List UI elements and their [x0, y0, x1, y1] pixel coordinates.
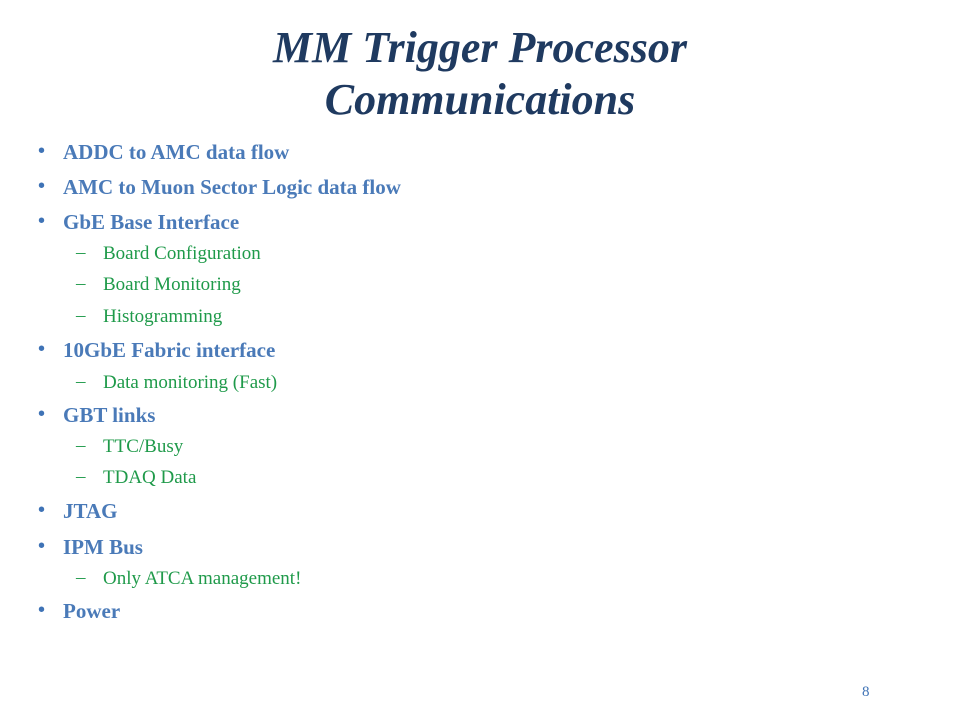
bullet-text: GBT links — [63, 403, 156, 427]
dash-icon: – — [76, 371, 86, 392]
sub-item-text: Histogramming — [103, 306, 223, 327]
bullet-icon: • — [38, 535, 46, 557]
bullet-icon: • — [38, 175, 46, 197]
title-line-1: MM Trigger Processor — [273, 23, 687, 72]
bullet-text: AMC to Muon Sector Logic data flow — [63, 175, 401, 199]
dash-icon: – — [76, 273, 86, 294]
page-number: 8 — [862, 684, 870, 700]
dash-icon: – — [76, 567, 86, 588]
sub-item-text: Only ATCA management! — [103, 568, 302, 589]
sub-item-text: Board Configuration — [103, 243, 261, 264]
sub-item-text: Data monitoring (Fast) — [103, 372, 278, 393]
bullet-text: GbE Base Interface — [63, 210, 240, 234]
dash-icon: – — [76, 466, 86, 487]
slide-title: MM Trigger Processor Communications — [0, 22, 960, 126]
sub-item-text: TTC/Busy — [103, 436, 184, 457]
bullet-icon: • — [38, 210, 46, 232]
bullet-text: JTAG — [63, 499, 118, 523]
dash-icon: – — [76, 435, 86, 456]
bullet-text: Power — [63, 599, 121, 623]
bullet-icon: • — [38, 140, 46, 162]
bullet-text: 10GbE Fabric interface — [63, 338, 276, 362]
bullet-icon: • — [38, 499, 46, 521]
bullet-text: IPM Bus — [63, 535, 143, 559]
sub-item-text: Board Monitoring — [103, 274, 241, 295]
bullet-icon: • — [38, 599, 46, 621]
bullet-text: ADDC to AMC data flow — [63, 140, 290, 164]
title-line-2: Communications — [324, 75, 636, 124]
dash-icon: – — [76, 305, 86, 326]
bullet-icon: • — [38, 403, 46, 425]
dash-icon: – — [76, 242, 86, 263]
sub-item-text: TDAQ Data — [103, 467, 197, 488]
bullet-icon: • — [38, 338, 46, 360]
